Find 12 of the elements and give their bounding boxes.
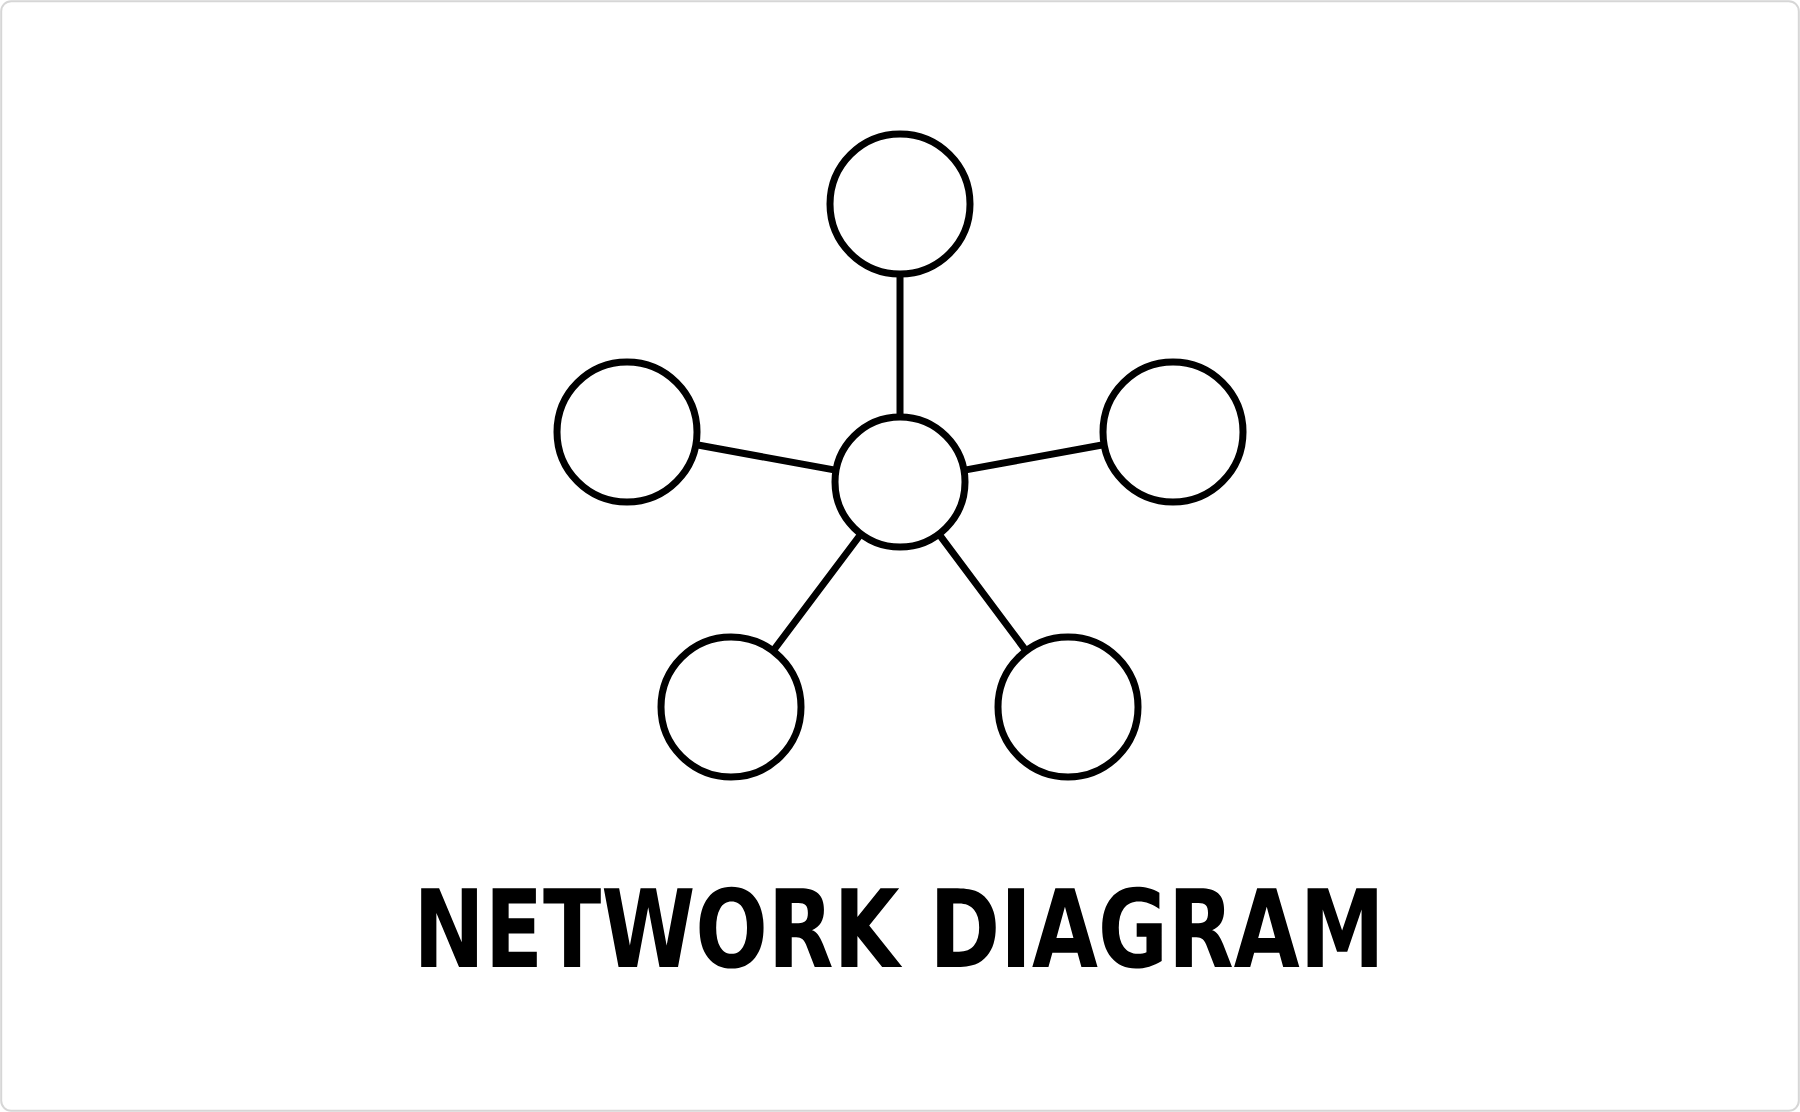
connector-line (896, 274, 904, 417)
network-node-circle (657, 633, 805, 781)
network-node-circle (994, 633, 1142, 781)
connector-line (695, 441, 837, 474)
network-node-circle (826, 130, 974, 278)
connector-line (937, 533, 1028, 652)
connector-line (963, 441, 1105, 474)
network-node-circle (831, 413, 969, 551)
network-node-circle (553, 358, 701, 506)
network-node-circle (1099, 358, 1247, 506)
diagram-title: NETWORK DIAGRAM (421, 886, 1377, 969)
connector-line (771, 533, 863, 652)
